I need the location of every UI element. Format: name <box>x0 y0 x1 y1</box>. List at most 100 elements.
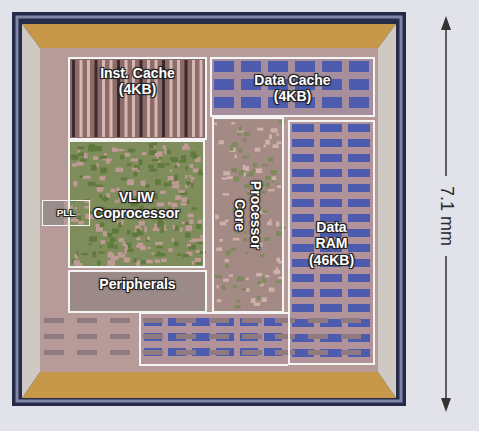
block-box: Data Cache (4KB) <box>210 57 375 117</box>
wiring <box>308 318 328 323</box>
logic-cell <box>73 260 79 265</box>
wiring <box>110 350 130 355</box>
logic-cell <box>120 155 124 159</box>
memory-cell <box>292 139 314 147</box>
memory-cell <box>348 304 370 312</box>
logic-cell <box>262 297 267 301</box>
logic-cell <box>78 221 84 225</box>
logic-area <box>68 270 207 313</box>
block-box: PLL <box>42 200 90 226</box>
bit-line <box>80 60 83 137</box>
memory-cell <box>348 289 370 297</box>
memory-cell <box>320 199 342 207</box>
memory-cell <box>241 61 261 72</box>
logic-cell <box>92 252 96 258</box>
logic-cell <box>118 252 123 255</box>
logic-cell <box>269 287 275 291</box>
logic-cell <box>150 169 157 172</box>
wiring <box>209 350 229 355</box>
logic-cell <box>200 235 204 238</box>
logic-cell <box>238 148 242 152</box>
logic-cell <box>121 177 127 180</box>
logic-cell <box>100 156 107 159</box>
memory-cell <box>214 97 234 108</box>
bit-line <box>95 60 98 137</box>
logic-cell <box>97 189 102 192</box>
logic-cell <box>131 168 137 170</box>
logic-cell <box>119 238 124 242</box>
memory-cell <box>348 124 370 132</box>
wiring <box>242 334 262 339</box>
logic-cell <box>107 253 114 258</box>
block-box: Inst. Cache (4KB) <box>68 57 207 140</box>
wiring <box>341 334 361 339</box>
wiring <box>44 318 64 323</box>
memory-cell <box>214 61 234 72</box>
wiring <box>176 350 196 355</box>
bit-line <box>87 60 90 137</box>
logic-cell <box>276 281 282 283</box>
logic-cell <box>128 149 136 153</box>
logic-cell <box>225 259 229 262</box>
wiring <box>77 318 97 323</box>
logic-cell <box>168 176 174 180</box>
logic-cell <box>268 189 274 191</box>
logic-cell <box>265 275 270 277</box>
logic-cell <box>219 239 223 242</box>
logic-cell <box>100 167 107 172</box>
logic-cell <box>79 152 84 156</box>
logic-cell <box>181 203 187 206</box>
logic-cell <box>234 155 236 159</box>
logic-cell <box>253 163 257 168</box>
logic-cell <box>244 172 246 176</box>
logic-cell <box>177 185 179 189</box>
memory-cell <box>241 97 261 108</box>
logic-cell <box>185 232 190 237</box>
logic-cell <box>185 175 187 179</box>
logic-area <box>68 140 205 268</box>
logic-cell <box>256 273 262 276</box>
logic-cell <box>266 182 271 187</box>
logic-cell <box>246 278 249 280</box>
logic-cell <box>181 197 187 202</box>
logic-cell <box>276 231 282 236</box>
logic-cell <box>193 168 199 172</box>
logic-cell <box>277 183 279 185</box>
logic-cell <box>263 145 266 148</box>
dimension-line <box>445 26 447 176</box>
logic-cell <box>191 183 193 188</box>
memory-cell <box>292 184 314 192</box>
logic-cell <box>175 165 177 168</box>
logic-cell <box>192 207 197 209</box>
logic-cell <box>167 150 171 154</box>
logic-cell <box>214 122 217 125</box>
logic-cell <box>276 258 280 262</box>
logic-cell <box>269 134 272 139</box>
logic-cell <box>100 246 102 248</box>
logic-cell <box>72 163 77 166</box>
block-box: VLIW Coprocessor <box>68 140 205 268</box>
logic-cell <box>74 254 76 257</box>
power-bus <box>22 24 396 48</box>
logic-cell <box>198 220 203 224</box>
wiring <box>143 318 163 323</box>
logic-cell <box>230 146 234 151</box>
memory-cell <box>320 124 342 132</box>
logic-cell <box>177 163 180 166</box>
block-label: Data Cache (4KB) <box>243 72 343 104</box>
logic-cell <box>272 180 275 182</box>
logic-cell <box>243 138 246 141</box>
logic-cell <box>77 150 79 152</box>
logic-cell <box>173 225 175 229</box>
memory-cell <box>349 61 369 72</box>
logic-cell <box>84 153 87 158</box>
logic-cell <box>104 153 107 155</box>
logic-cell <box>177 254 182 256</box>
logic-cell <box>164 182 167 187</box>
memory-cell <box>348 214 370 222</box>
block-label: Peripherals <box>73 276 203 292</box>
logic-cell <box>229 274 233 276</box>
logic-cell <box>215 275 222 278</box>
